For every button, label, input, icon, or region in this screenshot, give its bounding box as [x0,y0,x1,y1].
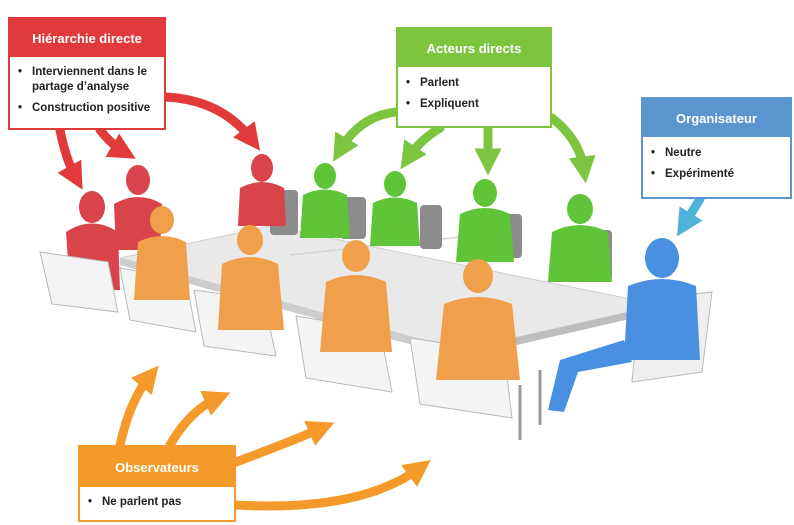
hierarchy-arrows [55,92,261,190]
actor-figures [300,163,612,282]
organizer-figure [548,238,700,412]
observers-box: Observateurs Ne parlent pas [78,445,236,522]
observers-title: Observateurs [80,447,234,487]
actor-arrows [333,107,596,184]
hierarchy-item: Interviennent dans le partage d’analyse [18,65,156,95]
organizer-list: Neutre Expérimenté [643,137,790,194]
observers-list: Ne parlent pas [80,487,234,522]
hierarchy-list: Interviennent dans le partage d’analyse … [10,57,164,128]
observers-item: Ne parlent pas [88,495,226,510]
observer-figures [134,206,520,380]
actors-box: Acteurs directs Parlent Expliquent [396,27,552,128]
hierarchy-title: Hiérarchie directe [10,19,164,57]
organizer-item: Expérimenté [651,167,782,182]
observer-arrows [115,365,431,511]
hierarchy-item: Construction positive [18,101,156,116]
organizer-box: Organisateur Neutre Expérimenté [641,97,792,199]
actors-title: Acteurs directs [398,29,550,67]
organizer-arrow [676,194,705,237]
hierarchy-box: Hiérarchie directe Interviennent dans le… [8,17,166,130]
actors-item: Parlent [406,76,542,91]
organizer-item: Neutre [651,146,782,161]
organizer-title: Organisateur [643,99,790,137]
actors-item: Expliquent [406,97,542,112]
actors-list: Parlent Expliquent [398,67,550,124]
